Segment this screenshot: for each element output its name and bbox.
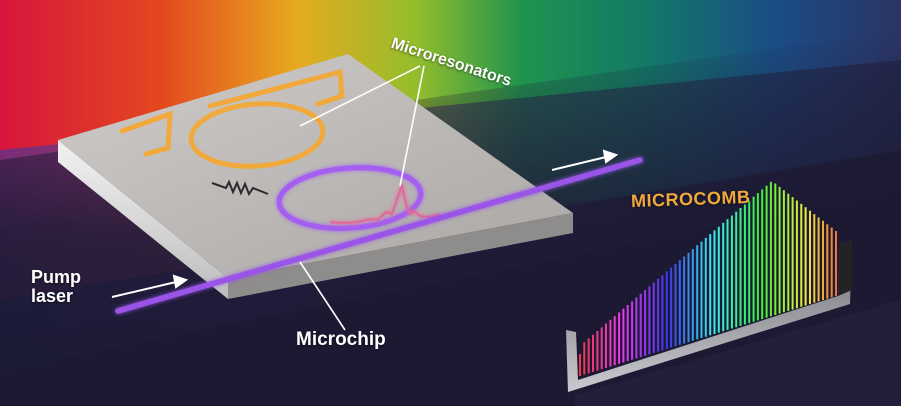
microcomb-spectrum	[566, 181, 852, 392]
chip-right-face	[228, 213, 573, 299]
optical-pulse	[329, 182, 441, 224]
microresonator-leader-lines	[299, 65, 425, 187]
comb-lines	[579, 181, 837, 376]
microchip-label: Microchip	[296, 329, 386, 350]
comb-base-edge	[838, 240, 852, 296]
pump-label-line1: Pump	[31, 267, 82, 287]
resistor-icon	[211, 179, 269, 197]
microcomb-label: MICROCOMB	[630, 186, 751, 212]
comb-reflection	[575, 300, 900, 406]
purple-microresonator	[276, 165, 424, 231]
chip-front-face	[58, 140, 228, 299]
pump-laser-label: Pump laser	[31, 268, 81, 306]
orange-microresonator	[119, 68, 345, 169]
bus-waveguide	[115, 157, 643, 314]
arrow-out-icon	[551, 149, 619, 171]
comb-base-plate	[566, 240, 852, 392]
chip-top-face	[58, 54, 573, 278]
microchip-leader-line	[299, 261, 346, 331]
arrow-in-icon	[111, 274, 189, 298]
microchip-body	[58, 54, 573, 299]
pump-label-line2: laser	[31, 285, 74, 306]
